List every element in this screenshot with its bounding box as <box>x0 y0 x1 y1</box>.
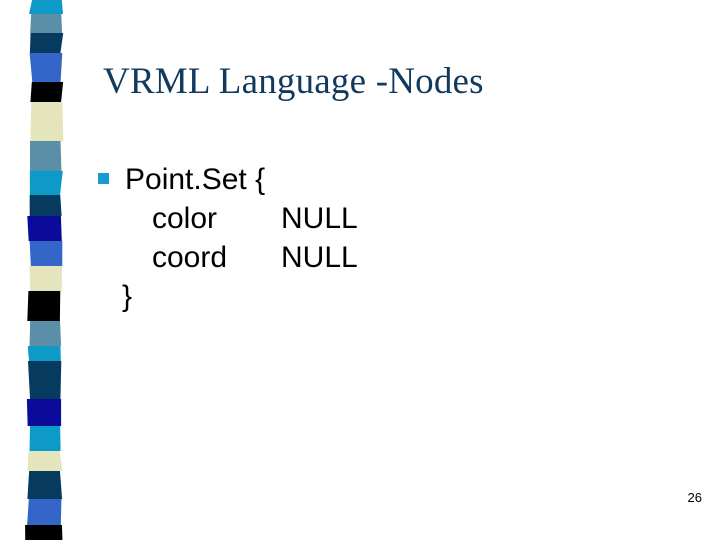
stripe-band <box>30 14 63 33</box>
stripe-band <box>27 216 62 241</box>
stripe-band <box>27 471 63 499</box>
stripe-band <box>30 82 64 102</box>
stripe-band <box>29 33 64 53</box>
stripe-band <box>29 53 63 82</box>
stripe-band <box>27 451 63 471</box>
stripe-band <box>26 399 62 426</box>
stripe-band <box>27 291 61 321</box>
stripe-band <box>27 361 62 399</box>
square-bullet-icon <box>98 173 109 184</box>
stripe-band <box>29 0 64 14</box>
content-body: Point.Set { color NULL coord NULL } <box>95 160 615 316</box>
stripe-band <box>29 241 63 266</box>
stripe-band <box>29 266 62 291</box>
stripe-svg <box>25 0 64 540</box>
stripe-band <box>29 141 62 171</box>
stripe-band <box>29 195 62 216</box>
stripe-band-group <box>25 0 64 540</box>
page-number: 26 <box>687 490 702 505</box>
node-close-text: } <box>122 280 133 313</box>
stripe-band <box>29 426 61 451</box>
stripe-band <box>25 525 63 540</box>
field-name-coord: coord <box>152 241 228 274</box>
stripe-band <box>29 321 62 346</box>
bullet-list-item: Point.Set { <box>95 160 615 199</box>
stripe-band <box>30 102 64 141</box>
field-row-coord: coord NULL <box>95 238 615 277</box>
field-name-color: color <box>152 202 218 235</box>
field-row-color: color NULL <box>95 199 615 238</box>
stripe-band <box>27 499 62 525</box>
vertical-color-stripe <box>0 0 95 540</box>
node-open-text: Point.Set { <box>125 163 266 196</box>
stripe-band <box>27 346 61 361</box>
page-title: VRML Language -Nodes <box>103 61 484 102</box>
field-value-color: NULL <box>281 202 358 235</box>
field-value-coord: NULL <box>281 241 358 274</box>
stripe-band <box>29 171 63 195</box>
